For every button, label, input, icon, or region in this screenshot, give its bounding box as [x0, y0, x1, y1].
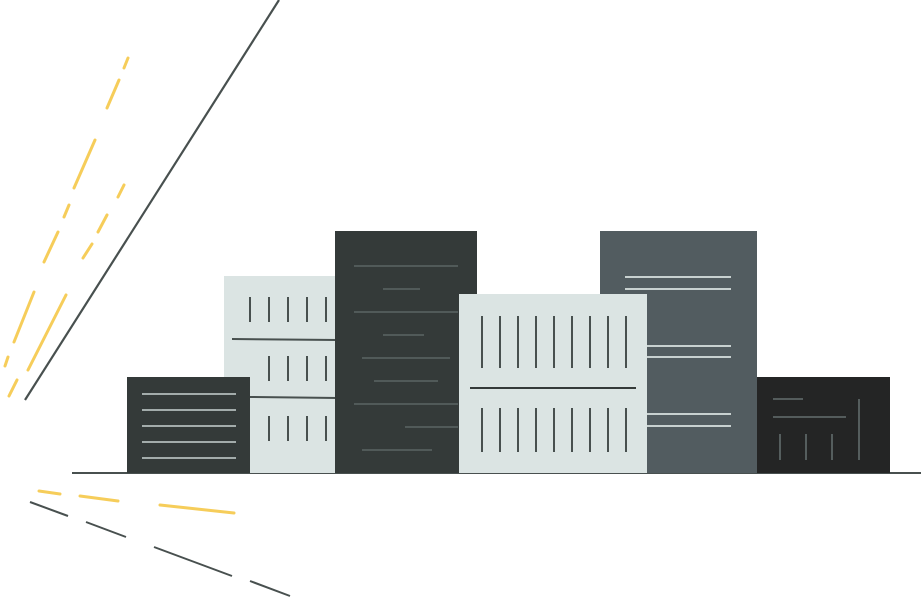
long-diagonal-line	[24, 0, 280, 401]
motion-streaks-top	[3, 0, 280, 401]
yellow-dashes-top	[3, 56, 130, 398]
container-pale-front	[459, 294, 647, 473]
container-dark-left	[127, 377, 250, 473]
yellow-dashes-bottom	[37, 489, 236, 515]
container-black-right	[757, 377, 890, 473]
motion-streaks-bottom	[29, 489, 291, 597]
gray-dashes-bottom	[29, 501, 291, 597]
container-dark-tall	[335, 231, 477, 473]
